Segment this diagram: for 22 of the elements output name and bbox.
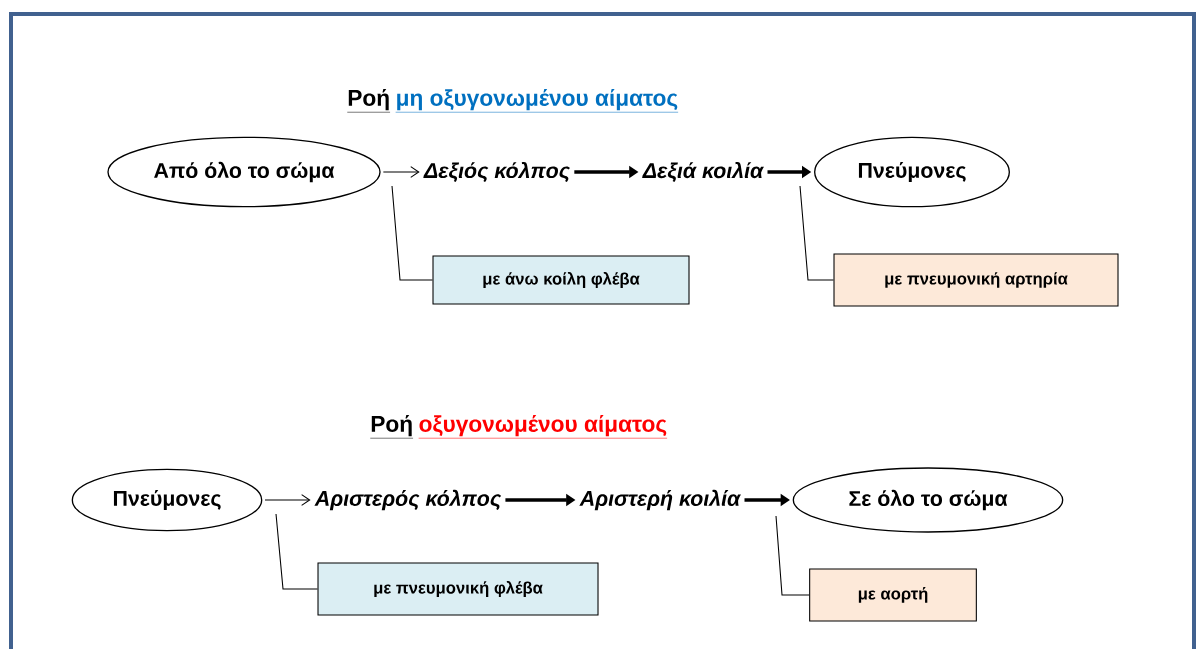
stage-text: Δεξιός κόλπος bbox=[423, 161, 570, 183]
stage-text: Αριστερός κόλπος bbox=[314, 489, 502, 511]
flow-arrow bbox=[264, 494, 311, 506]
ellipse-node: Από όλο το σώμα bbox=[107, 136, 381, 208]
ellipse-node: Πνεύμονες bbox=[71, 468, 263, 532]
leader-line bbox=[275, 513, 318, 590]
vessel-box: με αορτή bbox=[809, 568, 977, 622]
vessel-box: με πνευμονική φλέβα bbox=[317, 562, 599, 616]
vessel-box: με άνω κοίλη φλέβα bbox=[432, 255, 690, 305]
leader-line bbox=[775, 515, 810, 596]
heading-text: Ροή bbox=[347, 88, 391, 113]
flow-arrow bbox=[382, 166, 420, 178]
leader-line bbox=[799, 185, 834, 281]
heading-text: οξυγονωμένου αίματος bbox=[418, 414, 668, 439]
ellipse-node: Σε όλο το σώμα bbox=[792, 467, 1064, 533]
ellipse-node: Πνεύμονες bbox=[814, 136, 1010, 208]
heading-text: μη οξυγονωμένου αίματος bbox=[395, 88, 679, 113]
stage-text: Δεξιά κοιλία bbox=[642, 161, 764, 183]
heading-text: Ροή bbox=[370, 414, 414, 439]
leader-line bbox=[391, 185, 433, 281]
vessel-box: με πνευμονική αρτηρία bbox=[833, 253, 1119, 307]
stage-text: Αριστερή κοιλία bbox=[579, 489, 741, 511]
